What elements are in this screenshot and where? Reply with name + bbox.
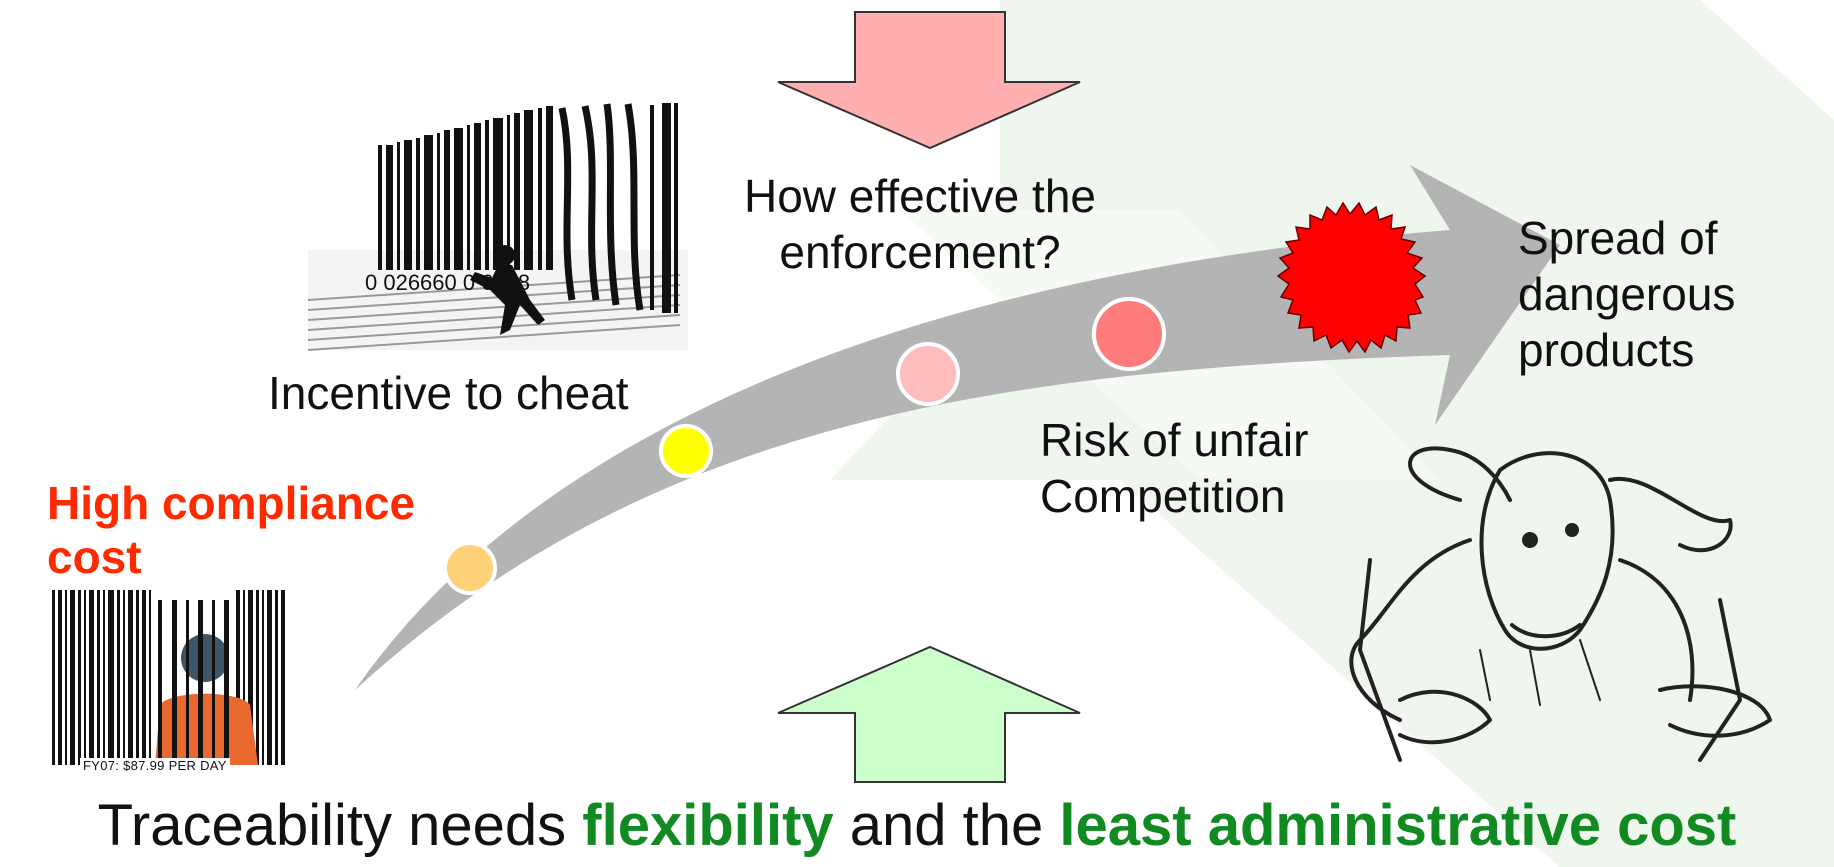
enforcement-question: How effective the enforcement? [710, 168, 1130, 280]
spread-line3: products [1518, 324, 1695, 376]
tagline-least-cost: least administrative cost [1059, 793, 1737, 858]
tagline-part2: and the [833, 793, 1060, 858]
spread-line1: Spread of [1518, 212, 1718, 264]
bull-in-china-shop-drawing [1349, 446, 1772, 762]
unfair-competition-line1: Risk of unfair [1040, 414, 1309, 466]
bottom-support-arrow [777, 645, 1081, 783]
prison-barcode-image [52, 588, 292, 768]
dot-red [1092, 297, 1166, 371]
enforcement-question-line2: enforcement? [779, 226, 1061, 278]
top-pressure-arrow [777, 11, 1081, 150]
tagline-part1: Traceability needs [97, 793, 583, 858]
tagline-flexibility: flexibility [582, 793, 834, 858]
dot-yellow [659, 424, 713, 478]
incentive-label: Incentive to cheat [268, 367, 629, 419]
barcode-digits: 0 026660 0 6668 [365, 270, 530, 295]
unfair-competition-label: Risk of unfair Competition [1040, 412, 1308, 524]
prisoner-figure [155, 600, 258, 765]
high-compliance-cost-line2: cost [47, 531, 142, 583]
runaway-barcode-image: 0 026660 0 6668 [307, 103, 688, 351]
dot-light-red [896, 342, 960, 406]
high-compliance-cost-line1: High compliance [47, 477, 416, 529]
spread-dangerous-products-label: Spread of dangerous products [1518, 210, 1735, 378]
danger-starburst [1276, 201, 1427, 354]
spread-line2: dangerous [1518, 268, 1736, 320]
enforcement-question-line1: How effective the [743, 170, 1096, 222]
dot-low-risk [443, 541, 497, 595]
risk-progression-arrow [355, 165, 1560, 690]
high-compliance-cost-label: High compliance cost [47, 476, 415, 584]
unfair-competition-line2: Competition [1040, 470, 1286, 522]
prison-price-caption: FY07: $87.99 PER DAY [80, 758, 230, 773]
running-man-silhouette [470, 245, 545, 335]
traceability-tagline: Traceability needs flexibility and the l… [0, 790, 1834, 862]
